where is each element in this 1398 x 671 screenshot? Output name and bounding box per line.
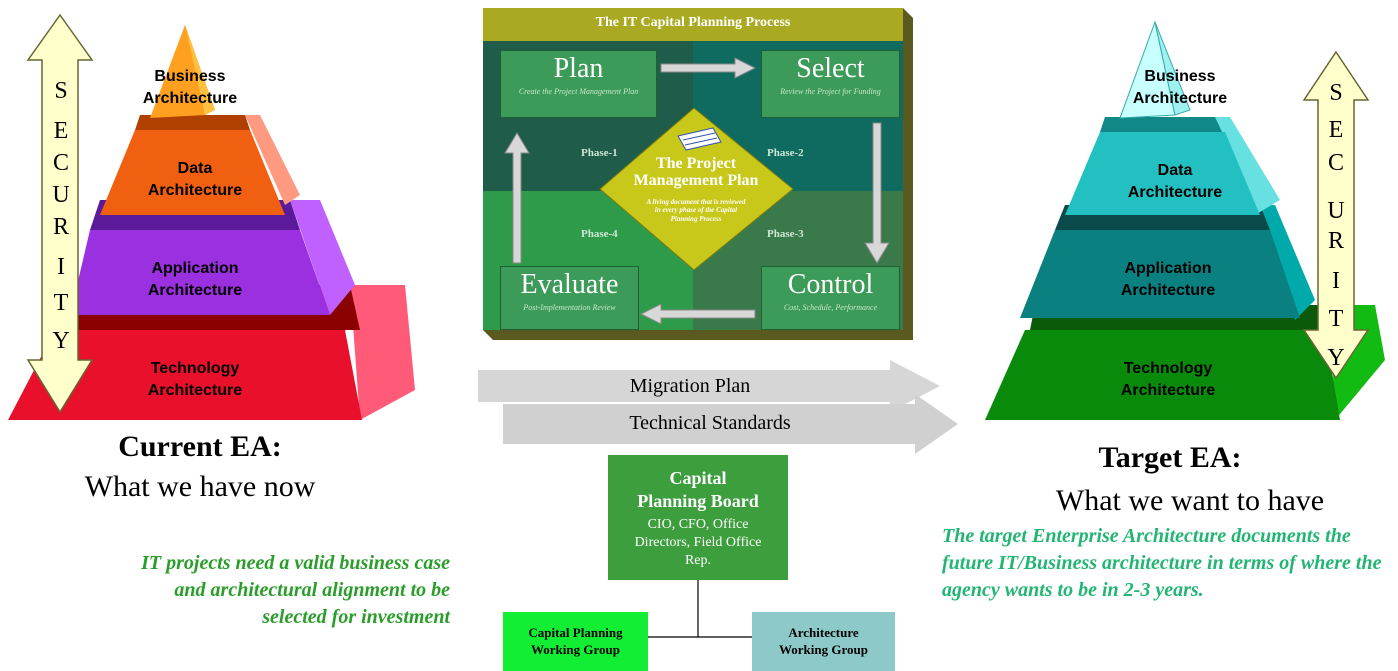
document-icon — [677, 127, 722, 151]
current-security-letter: T — [53, 290, 69, 316]
control-to-evaluate-arrow — [639, 303, 756, 325]
target-ea-subtitle: What we want to have — [1055, 484, 1325, 517]
arch-working-group-label: Architecture Working Group — [779, 625, 868, 657]
target-data-layer-side — [1215, 117, 1280, 215]
control-phase-subtitle: Cost, Schedule, Performance — [783, 302, 878, 312]
org-connectors — [648, 580, 752, 638]
target-ea-title: Target EA: — [1098, 441, 1242, 474]
plan-to-select-arrow — [660, 57, 757, 79]
target-application-layer-side — [1260, 205, 1315, 320]
center-diamond-note: A living document that is reviewed in ev… — [646, 198, 746, 223]
architecture-working-group: Architecture Working Group — [752, 612, 895, 671]
capital-planning-working-group: Capital Planning Working Group — [503, 612, 648, 671]
evaluate-phase-title: Evaluate — [520, 269, 619, 300]
phase-3-label: Phase-3 — [767, 228, 804, 240]
target-security-letter: T — [1328, 306, 1344, 332]
select-phase-box: Select Review the Project for Funding — [761, 50, 900, 118]
technical-standards-arrow — [503, 394, 958, 454]
current-data-layer-side — [245, 115, 300, 205]
target-business-label: Business Architecture — [1132, 68, 1228, 107]
current-technology-label: Technology Architecture — [147, 360, 243, 399]
phase-2-label: Phase-2 — [767, 147, 804, 159]
current-security-letter: E — [53, 118, 69, 144]
target-security-letter: I — [1332, 268, 1340, 294]
current-ea-subtitle: What we have now — [84, 470, 316, 503]
evaluate-to-plan-arrow — [504, 132, 530, 264]
current-ea-title: Current EA: — [118, 430, 282, 463]
current-technology-layer-side — [350, 285, 415, 420]
target-ea-note: The target Enterprise Architecture docum… — [942, 525, 1382, 601]
target-security-letter: C — [1327, 150, 1344, 176]
board-members: CIO, CFO, Office Directors, Field Office… — [634, 517, 762, 569]
select-to-control-arrow — [864, 122, 890, 264]
capital-planning-panel: The IT Capital Planning Process Plan Cre… — [483, 8, 913, 340]
current-business-label: Business Architecture — [142, 68, 238, 107]
current-technology-layer-front — [8, 330, 362, 420]
control-phase-box: Control Cost, Schedule, Performance — [761, 266, 900, 330]
board-title: Capital Planning Board — [637, 468, 759, 511]
center-diamond-title: The Project Management Plan — [633, 155, 759, 189]
current-security-letter: I — [57, 254, 65, 280]
target-security-letter: R — [1327, 228, 1344, 254]
current-ea-note: IT projects need a valid business case a… — [141, 552, 450, 628]
current-security-letter: S — [54, 78, 68, 104]
current-application-layer-side — [290, 200, 355, 315]
current-security-letter: R — [52, 214, 69, 240]
current-security-arrow — [26, 13, 94, 414]
migration-arrows — [478, 360, 958, 454]
current-application-label: Application Architecture — [147, 260, 243, 299]
current-data-layer-top — [135, 115, 250, 130]
current-security-letter: C — [52, 150, 69, 176]
evaluate-phase-box: Evaluate Post-Implementation Review — [500, 266, 639, 330]
target-technology-label: Technology Architecture — [1120, 360, 1216, 399]
current-ea-pyramid — [8, 13, 415, 420]
current-data-layer-front — [100, 130, 285, 215]
target-application-label: Application Architecture — [1120, 260, 1216, 299]
current-data-label: Data Architecture — [147, 160, 243, 199]
capital-planning-title: The IT Capital Planning Process — [595, 15, 791, 30]
target-technology-layer-front — [985, 330, 1340, 420]
current-business-layer-side — [185, 25, 215, 115]
evaluate-phase-subtitle: Post-Implementation Review — [523, 302, 616, 312]
target-data-layer-top — [1100, 117, 1222, 132]
select-phase-title: Select — [796, 53, 865, 84]
target-data-label: Data Architecture — [1127, 162, 1223, 201]
cp-working-group-label: Capital Planning Working Group — [528, 625, 623, 657]
current-security-letter: U — [52, 182, 70, 208]
target-security-arrow — [1302, 50, 1370, 380]
target-security-letter: E — [1328, 117, 1344, 143]
phase-4-label: Phase-4 — [581, 228, 618, 240]
target-application-layer-front — [1020, 230, 1300, 318]
target-ea-pyramid — [985, 20, 1385, 420]
control-phase-title: Control — [787, 269, 874, 300]
center-diamond — [599, 107, 794, 271]
migration-plan-arrow — [478, 360, 940, 412]
target-data-layer-front — [1065, 132, 1260, 215]
plan-phase-subtitle: Create the Project Management Plan — [518, 86, 639, 96]
target-security-letter: U — [1327, 198, 1345, 224]
target-security-letter: S — [1329, 80, 1343, 106]
capital-planning-board: Capital Planning Board CIO, CFO, Office … — [608, 455, 788, 580]
current-security-letter: Y — [52, 328, 70, 354]
phase-1-label: Phase-1 — [581, 147, 618, 159]
plan-phase-box: Plan Create the Project Management Plan — [500, 50, 657, 118]
migration-plan-label: Migration Plan — [629, 375, 751, 397]
current-application-layer-front — [70, 230, 330, 315]
select-phase-subtitle: Review the Project for Funding — [780, 86, 881, 96]
plan-phase-title: Plan — [553, 53, 604, 84]
target-business-layer-side — [1154, 21, 1191, 116]
technical-standards-label: Technical Standards — [629, 412, 791, 434]
target-security-letter: Y — [1327, 345, 1345, 371]
current-business-layer-front — [150, 25, 205, 118]
